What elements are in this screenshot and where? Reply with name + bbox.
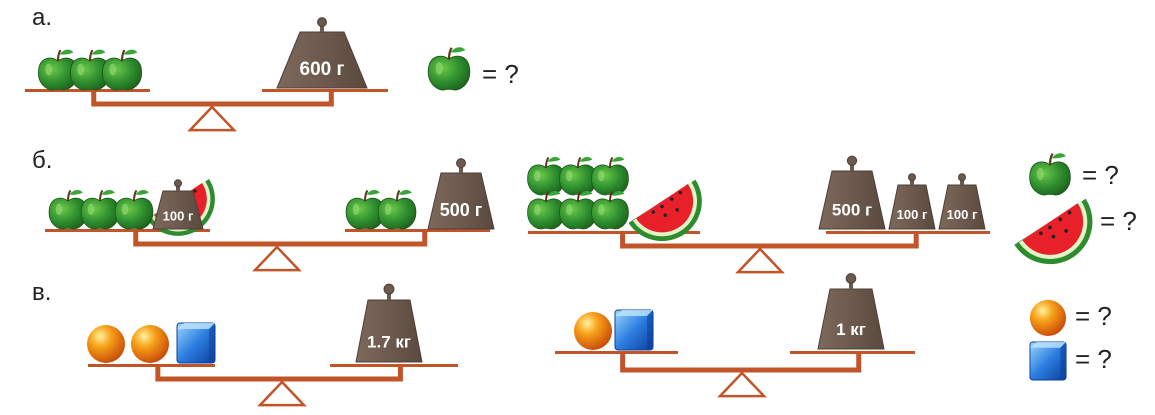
apple-icon <box>526 155 566 197</box>
balance-beam <box>620 352 862 373</box>
weight-label: 1 кг <box>836 320 866 339</box>
weight-ring <box>383 283 395 295</box>
legend-equals-question: = ? <box>1100 206 1137 236</box>
weight-neck <box>850 162 854 171</box>
apple-icon <box>80 189 120 231</box>
legend-equals-question: = ? <box>1082 160 1119 190</box>
kettlebell-weight-icon <box>355 299 423 363</box>
orange-ball-icon <box>574 312 612 350</box>
balance-beam <box>133 230 428 247</box>
orange-ball-icon <box>131 325 169 363</box>
weight-label: 500 г <box>440 200 483 220</box>
left-plate <box>45 229 210 232</box>
balance-beam <box>620 232 919 249</box>
legend-equals-question: = ? <box>1075 301 1112 331</box>
legend-equals-question: = ? <box>1075 344 1112 374</box>
weight-ring <box>845 273 857 284</box>
kettlebell-weight-icon <box>818 170 886 230</box>
weight-neck <box>176 184 180 191</box>
apple-icon <box>114 189 154 231</box>
fulcrum-triangle-icon <box>735 247 785 274</box>
left-plate <box>555 351 678 354</box>
weight-neck <box>910 178 914 185</box>
apple-icon <box>590 189 630 231</box>
fulcrum-triangle-icon <box>257 380 307 407</box>
scale-b-left: 100 г 500 г <box>45 158 495 272</box>
weight-label: 1.7 кг <box>367 333 411 352</box>
kettlebell-weight-icon <box>276 31 368 89</box>
problem-label-a: а. <box>32 4 52 31</box>
problem-label-b: б. <box>32 147 52 174</box>
left-plate <box>528 231 700 234</box>
weight-ring <box>456 158 466 169</box>
legend-equals-question: = ? <box>482 59 519 89</box>
right-plate <box>345 229 490 232</box>
apple-icon <box>1028 152 1072 197</box>
problem-label-v: в. <box>32 279 51 306</box>
right-plate <box>262 89 388 92</box>
apple-icon <box>526 189 566 231</box>
balance-beam <box>155 365 403 382</box>
apple-icon <box>590 155 630 197</box>
weight-ring <box>174 179 182 188</box>
weight-neck <box>459 164 463 173</box>
apple-icon <box>558 189 598 231</box>
weight-ring <box>907 173 917 182</box>
kettlebell-weight-icon <box>938 184 986 230</box>
fulcrum-triangle-icon <box>717 371 767 398</box>
apple-icon <box>558 155 598 197</box>
right-plate <box>330 364 458 367</box>
left-plate <box>88 364 215 367</box>
apple-icon <box>427 46 471 92</box>
weight-neck <box>387 291 391 300</box>
weight-neck <box>320 23 324 32</box>
right-plate <box>826 231 990 234</box>
scale-b-right: 500 г 100 г 100 г <box>526 155 990 274</box>
weight-ring <box>846 155 858 166</box>
blue-cube-icon <box>176 322 216 364</box>
kettlebell-weight-icon <box>427 172 495 230</box>
weight-ring <box>317 17 327 28</box>
scale-v-left: 1.7 кг <box>87 283 458 407</box>
fulcrum-triangle-icon <box>187 105 237 132</box>
kettlebell-weight-icon <box>152 190 204 230</box>
weight-ring <box>957 173 967 182</box>
scale-a: 600 г <box>25 17 388 132</box>
weight-label: 500 г <box>832 201 872 220</box>
weight-label: 600 г <box>300 59 345 80</box>
orange-ball-icon <box>87 325 125 363</box>
right-plate <box>790 351 915 354</box>
scale-v-right: 1 кг <box>555 273 915 398</box>
watermelon-slice-icon <box>1014 198 1093 265</box>
blue-cube-icon <box>614 309 654 351</box>
kettlebell-weight-icon <box>817 288 885 350</box>
balance-beam <box>91 90 334 107</box>
blue-cube-icon <box>1029 341 1067 381</box>
kettlebell-weight-icon <box>888 184 936 230</box>
weight-label: 100 г <box>897 207 928 222</box>
fulcrum-triangle-icon <box>252 245 302 272</box>
apple-icon <box>377 189 417 231</box>
weight-label: 100 г <box>163 208 194 223</box>
weight-neck <box>960 178 964 185</box>
apple-icon <box>101 48 143 92</box>
orange-ball-icon <box>1029 299 1067 336</box>
weight-neck <box>849 280 853 289</box>
left-plate <box>25 89 150 92</box>
weight-label: 100 г <box>947 207 978 222</box>
